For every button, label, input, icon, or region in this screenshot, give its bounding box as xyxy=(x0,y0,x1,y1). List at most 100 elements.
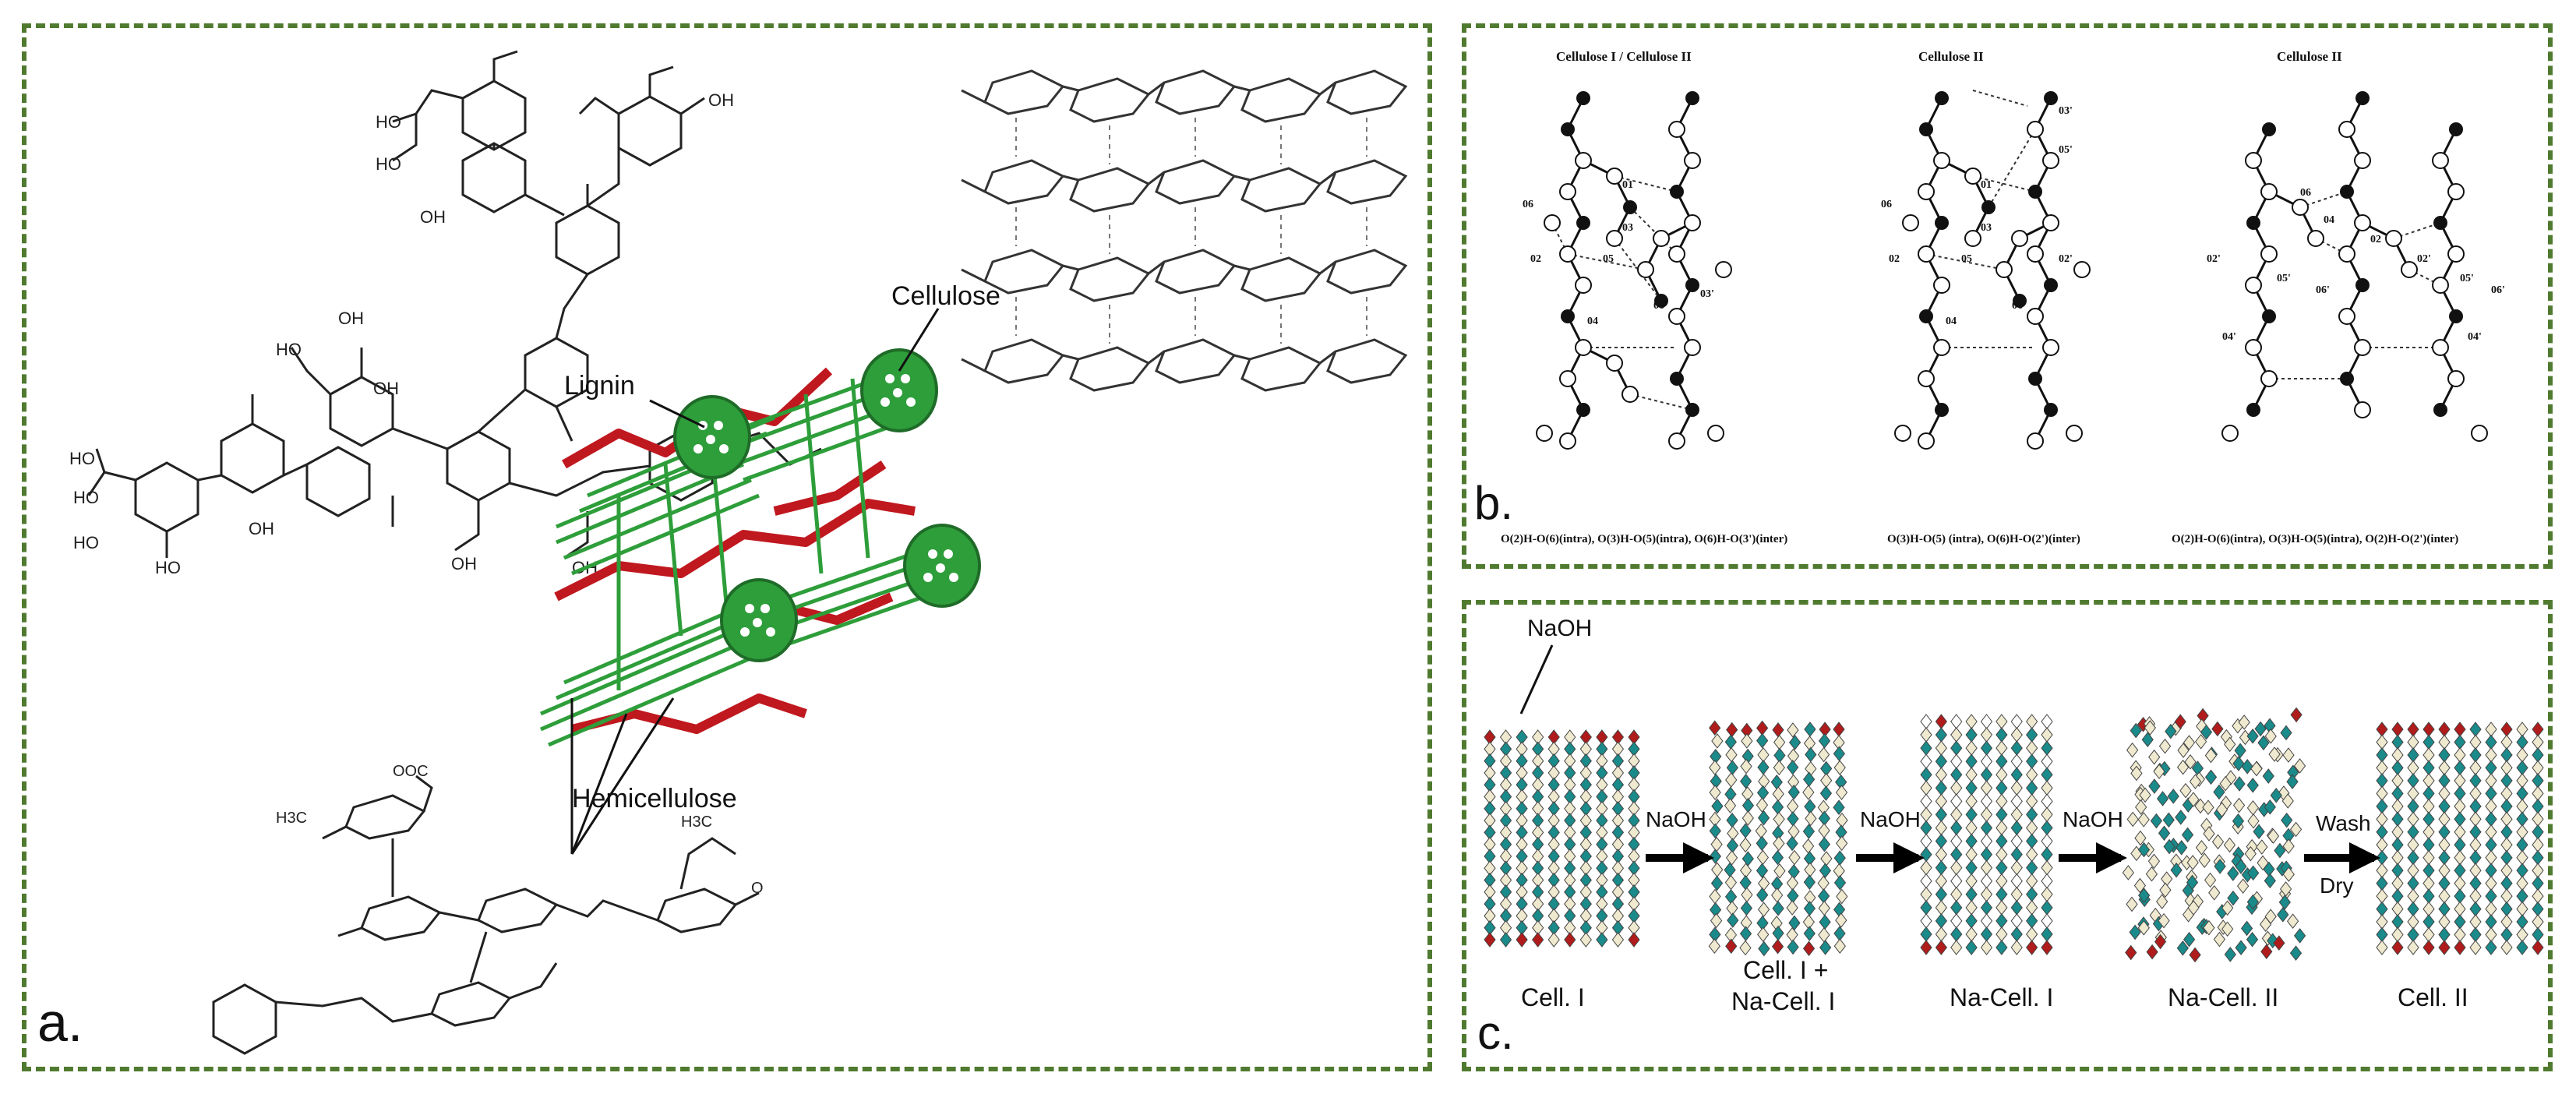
lattice-unit xyxy=(1756,797,1769,813)
lattice-unit xyxy=(1833,799,1845,816)
lattice-unit xyxy=(2148,749,2161,765)
lattice-unit xyxy=(1756,835,1768,852)
lattice-unit xyxy=(2454,837,2466,853)
lattice-unit xyxy=(2289,821,2303,838)
atom-label: 03' xyxy=(1700,288,1714,300)
lattice-unit xyxy=(2516,799,2528,814)
lattice-unit xyxy=(2422,875,2435,891)
lattice-unit xyxy=(1980,806,1993,823)
lattice-unit xyxy=(1935,714,1948,729)
lattice-unit xyxy=(2485,837,2497,853)
hemi-label: H3C xyxy=(276,810,307,827)
lattice-unit xyxy=(2407,863,2419,878)
cellulose-chain-structure xyxy=(960,69,1408,392)
atom-label: 04 xyxy=(1946,316,1957,327)
lattice-unit xyxy=(1803,901,1816,916)
lattice-unit xyxy=(1819,863,1832,879)
lattice-unit xyxy=(2204,769,2218,785)
lattice-unit xyxy=(2189,774,2202,789)
lattice-unit xyxy=(1836,888,1848,905)
stage-na-cell-I-lattice xyxy=(1920,714,2053,955)
atom-label: 02' xyxy=(2059,253,2073,265)
lattice-unit xyxy=(2376,773,2388,789)
lattice-unit xyxy=(1770,774,1783,790)
lattice-unit xyxy=(2234,743,2246,759)
lattice-unit xyxy=(1773,734,1786,750)
lattice-unit xyxy=(2422,914,2435,930)
lattice-unit xyxy=(2469,811,2482,828)
lattice-unit xyxy=(2165,723,2177,739)
lattice-unit xyxy=(1725,850,1738,866)
atom-label: 05' xyxy=(2460,273,2474,284)
lattice-unit xyxy=(2041,740,2053,756)
lattice-unit xyxy=(1950,859,1963,876)
lattice-unit xyxy=(2376,760,2388,776)
lattice-unit xyxy=(2154,933,2167,950)
lattice-unit xyxy=(1935,806,1948,823)
lattice-unit xyxy=(1980,753,1993,769)
lattice-unit xyxy=(2187,792,2200,807)
lattice-unit xyxy=(2469,875,2482,891)
lattice-unit xyxy=(1802,838,1815,854)
lattice-unit xyxy=(1757,810,1770,826)
lattice-unit xyxy=(2376,875,2388,891)
lattice-unit xyxy=(2438,824,2451,840)
lattice-unit xyxy=(2532,799,2544,814)
lattice-unit xyxy=(2227,890,2239,906)
lattice-unit xyxy=(1980,767,1993,783)
lattice-unit xyxy=(2281,793,2294,809)
lattice-unit xyxy=(2376,837,2388,853)
lattice-unit xyxy=(2532,773,2544,789)
lattice-unit xyxy=(1935,900,1948,916)
lattice-unit xyxy=(1920,926,1932,942)
stage-label: Na-Cell. I xyxy=(1731,987,1835,1015)
lattice-unit xyxy=(2010,793,2023,810)
lattice-unit xyxy=(2041,727,2053,743)
lattice-unit xyxy=(1709,720,1721,736)
lattice-unit xyxy=(2438,747,2451,763)
atom-label: 05 xyxy=(1961,253,1972,265)
lattice-unit xyxy=(2204,747,2218,764)
lattice-unit xyxy=(2532,734,2544,750)
lattice-unit xyxy=(2485,722,2497,737)
lattice-unit xyxy=(2293,928,2306,944)
lattice-unit xyxy=(2208,884,2221,901)
lattice-unit xyxy=(2025,900,2038,916)
lattice-unit xyxy=(2376,914,2388,930)
lattice-unit xyxy=(2422,824,2435,840)
lattice-unit xyxy=(1817,875,1830,891)
lattice-unit xyxy=(2469,799,2482,814)
panel-b-letter: b. xyxy=(1474,477,1513,529)
lattice-unit xyxy=(2469,760,2482,776)
lattice-unit xyxy=(2278,895,2291,910)
lattice-unit xyxy=(2179,782,2192,799)
lattice-unit xyxy=(2235,859,2247,874)
lattice-unit xyxy=(1756,849,1770,866)
lattice-unit xyxy=(1804,799,1816,814)
lattice-unit xyxy=(1820,772,1833,789)
lattice-unit xyxy=(2025,793,2038,810)
lattice-unit xyxy=(2282,838,2295,854)
lattice-unit xyxy=(1773,747,1786,764)
lattice-unit xyxy=(2041,806,2053,823)
lattice-unit xyxy=(2241,759,2253,775)
lattice-unit xyxy=(2198,852,2211,868)
lattice-unit xyxy=(2257,735,2270,751)
lattice-unit xyxy=(1724,734,1737,750)
stage-label: Cell. II xyxy=(2398,983,2468,1011)
lattice-unit xyxy=(2376,863,2388,878)
lattice-unit xyxy=(1709,823,1721,839)
lattice-unit xyxy=(2391,888,2404,904)
lignin-chemical-structure xyxy=(87,50,822,559)
lattice-unit xyxy=(1950,886,1963,902)
atom-label: 05' xyxy=(2277,273,2291,284)
lattice-unit xyxy=(1996,727,2008,743)
lattice-unit xyxy=(1564,932,1576,947)
lattice-unit xyxy=(2025,806,2038,823)
lattice-unit xyxy=(2516,875,2528,891)
lignin-label: HO xyxy=(376,154,401,174)
lattice-unit xyxy=(2516,849,2528,866)
lattice-unit xyxy=(2137,812,2150,828)
lattice-unit xyxy=(2213,931,2226,947)
atom-label: 04 xyxy=(2324,214,2334,226)
